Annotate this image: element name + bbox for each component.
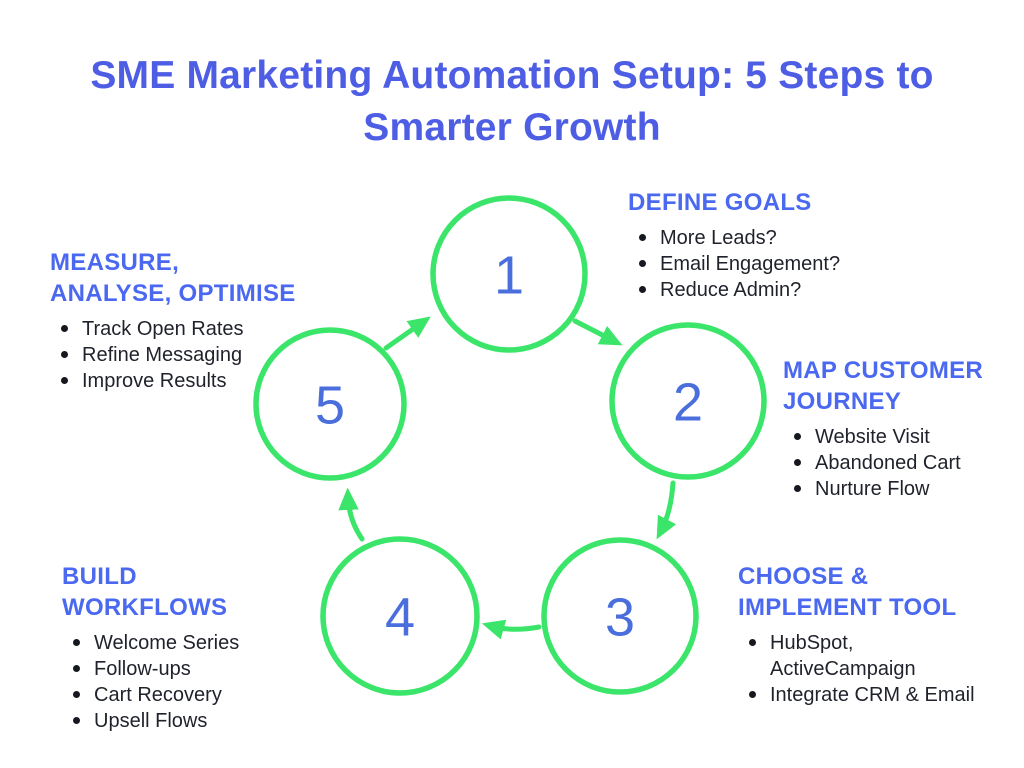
step-bullet-list: HubSpot, ActiveCampaign Integrate CRM & … — [738, 630, 993, 708]
circle-step-3 — [541, 537, 699, 695]
step-bullet-list: Welcome Series Follow-ups Cart Recovery … — [62, 630, 302, 734]
bullet-item: HubSpot, ActiveCampaign — [738, 630, 993, 682]
step-number-5: 5 — [315, 375, 345, 435]
page-title: SME Marketing Automation Setup: 5 Steps … — [90, 54, 934, 149]
bullet-item: Reduce Admin? — [628, 277, 878, 303]
step-heading: CHOOSE & IMPLEMENT TOOL — [738, 563, 957, 621]
bullet-item: Integrate CRM & Email — [738, 682, 993, 708]
circle-step-5 — [253, 327, 407, 481]
arrow-3-to-4-icon — [481, 619, 542, 640]
bullet-item: Welcome Series — [62, 630, 302, 656]
step-number-3: 3 — [605, 587, 635, 647]
step-number-4: 4 — [385, 587, 415, 647]
bullet-item: Abandoned Cart — [783, 450, 1024, 476]
step-number-2: 2 — [673, 372, 703, 432]
step-bullet-list: Track Open Rates Refine Messaging Improv… — [50, 316, 305, 394]
step-block-define-goals: DEFINE GOALS More Leads? Email Engagemen… — [628, 187, 878, 303]
circle-step-2 — [609, 322, 767, 480]
step-block-choose-implement-tool: CHOOSE & IMPLEMENT TOOL HubSpot, ActiveC… — [738, 561, 993, 708]
step-heading: MAP CUSTOMER JOURNEY — [783, 357, 984, 415]
step-bullet-list: More Leads? Email Engagement? Reduce Adm… — [628, 225, 878, 303]
arrow-5-to-1-icon — [383, 316, 431, 351]
step-bullet-list: Website Visit Abandoned Cart Nurture Flo… — [783, 424, 1024, 502]
bullet-item: Cart Recovery — [62, 682, 302, 708]
step-block-measure-analyse-optimise: MEASURE, ANALYSE, OPTIMISE Track Open Ra… — [50, 247, 305, 394]
bullet-item: Improve Results — [50, 368, 305, 394]
bullet-item: More Leads? — [628, 225, 878, 251]
arrow-2-to-3-icon — [656, 480, 677, 540]
arrow-1-to-2-icon — [572, 318, 623, 346]
bullet-item: Follow-ups — [62, 656, 302, 682]
step-block-map-customer-journey: MAP CUSTOMER JOURNEY Website Visit Aband… — [783, 355, 1024, 502]
circle-step-4 — [320, 536, 480, 696]
bullet-item: Email Engagement? — [628, 251, 878, 277]
step-block-build-workflows: BUILD WORKFLOWS Welcome Series Follow-up… — [62, 561, 302, 734]
bullet-item: Refine Messaging — [50, 342, 305, 368]
step-heading: DEFINE GOALS — [628, 189, 812, 216]
bullet-item: Website Visit — [783, 424, 1024, 450]
step-number-1: 1 — [494, 245, 524, 305]
bullet-item: Upsell Flows — [62, 708, 302, 734]
bullet-item: Track Open Rates — [50, 316, 305, 342]
step-heading: BUILD WORKFLOWS — [62, 563, 228, 621]
circle-step-1 — [430, 195, 588, 353]
arrow-4-to-5-icon — [338, 487, 365, 542]
bullet-item: Nurture Flow — [783, 476, 1024, 502]
step-heading: MEASURE, ANALYSE, OPTIMISE — [50, 249, 296, 307]
